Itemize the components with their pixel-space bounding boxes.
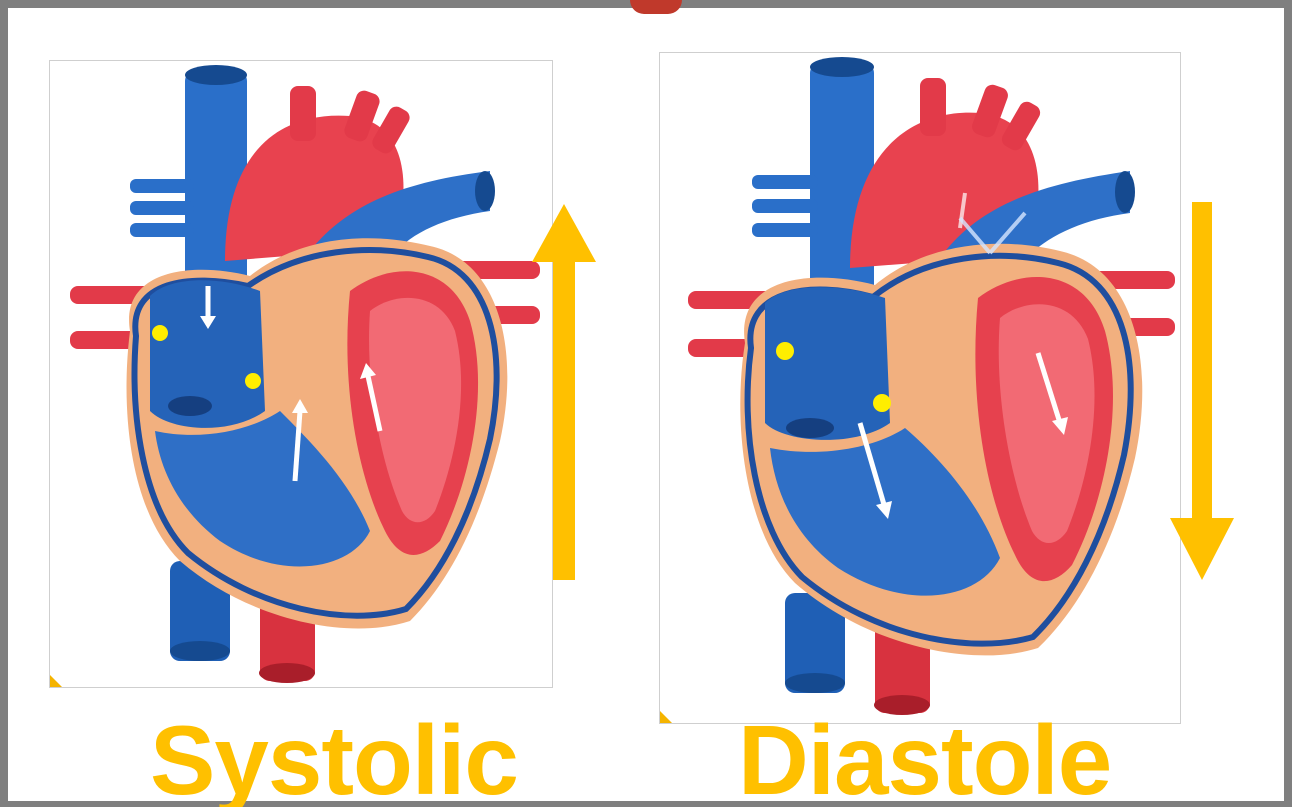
aorta-opening xyxy=(874,695,930,715)
heart-systole-panel xyxy=(49,60,553,688)
pulmonary-vein xyxy=(752,175,818,189)
ivc-opening xyxy=(170,641,230,661)
pulmonary-vein xyxy=(130,179,194,193)
arrow-down-icon xyxy=(1170,202,1234,580)
av-node xyxy=(873,394,891,412)
ivc-opening xyxy=(785,673,845,693)
label-systolic: Systolic xyxy=(150,714,550,807)
top-decoration xyxy=(630,0,682,14)
heart-diastole-panel xyxy=(659,52,1181,724)
svc-opening xyxy=(185,65,247,85)
pulmonary-vein xyxy=(130,201,194,215)
aortic-branch xyxy=(290,86,316,141)
pulmonary-vein xyxy=(752,223,818,237)
svc-opening xyxy=(810,57,874,77)
pulmonary-opening xyxy=(475,171,495,211)
coronary-sinus xyxy=(786,418,834,438)
label-diastole: Diastole xyxy=(738,714,1158,807)
panel-corner-mark xyxy=(660,711,672,723)
right-atrium xyxy=(765,287,890,440)
sa-node xyxy=(152,325,168,341)
aorta-opening xyxy=(259,663,315,683)
coronary-sinus xyxy=(168,396,212,416)
arrow-up-icon xyxy=(532,204,596,580)
pulmonary-vein xyxy=(752,199,818,213)
heart-diastole-illustration xyxy=(660,53,1180,723)
pulmonary-vein xyxy=(130,223,194,237)
panel-corner-mark xyxy=(50,675,62,687)
pulmonary-opening xyxy=(1115,171,1135,213)
heart-systole-illustration xyxy=(50,61,552,687)
av-node xyxy=(245,373,261,389)
sa-node xyxy=(776,342,794,360)
aortic-branch xyxy=(920,78,946,136)
